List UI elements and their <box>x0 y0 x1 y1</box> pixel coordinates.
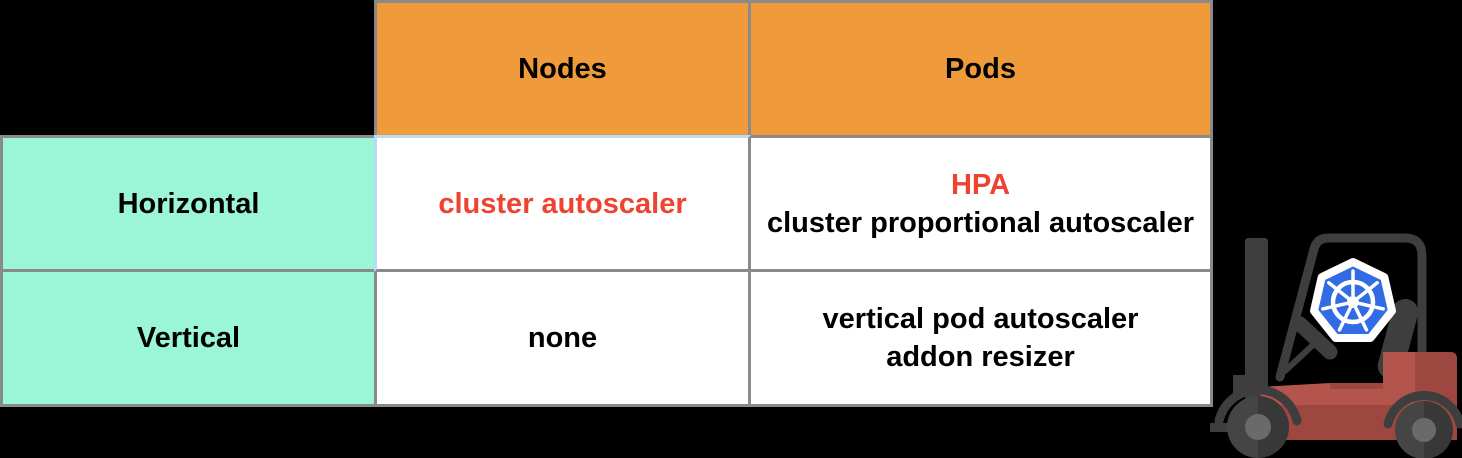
cell-horizontal-nodes: cluster autoscaler <box>374 135 751 272</box>
rear-wheel-shade <box>1424 401 1453 458</box>
table-header-pods: Pods <box>748 0 1213 138</box>
none-text: none <box>527 322 598 354</box>
cell-horizontal-pods: HPA cluster proportional autoscaler <box>748 135 1213 272</box>
forklift-mast <box>1245 238 1268 413</box>
addon-resizer-text: addon resizer <box>886 341 1075 373</box>
table-header-nodes: Nodes <box>374 0 751 138</box>
horizontal-label: Horizontal <box>117 187 260 220</box>
forklift-rear-fender <box>1383 391 1462 429</box>
forklift-steering-column <box>1282 342 1316 374</box>
forklift-body-seam <box>1330 383 1383 389</box>
forklift-front-fender <box>1214 385 1302 426</box>
header-pods-label: Pods <box>945 53 1016 85</box>
vertical-label: Vertical <box>136 322 241 354</box>
forklift-front-hub <box>1245 414 1271 440</box>
front-wheel-shade <box>1258 396 1289 458</box>
forklift-rear-hub <box>1412 418 1436 442</box>
vertical-pod-autoscaler-text: vertical pod autoscaler <box>822 303 1139 335</box>
row-label-horizontal: Horizontal <box>0 135 377 272</box>
forklift-cage <box>1275 233 1427 382</box>
kubernetes-logo-icon <box>1310 258 1396 342</box>
forklift-illustration <box>1210 233 1462 458</box>
cell-vertical-pods: vertical pod autoscaler addon resizer <box>748 269 1213 407</box>
hpa-text: HPA <box>950 168 1011 201</box>
row-label-vertical: Vertical <box>0 269 377 407</box>
cell-vertical-nodes: none <box>374 269 751 407</box>
header-nodes-label: Nodes <box>518 53 607 85</box>
kubernetes-wheel-spokes <box>1321 269 1385 332</box>
cluster-proportional-autoscaler-text: cluster proportional autoscaler <box>766 206 1195 239</box>
cluster-autoscaler-text: cluster autoscaler <box>438 187 687 220</box>
forklift-steering-wheel <box>1292 316 1338 360</box>
